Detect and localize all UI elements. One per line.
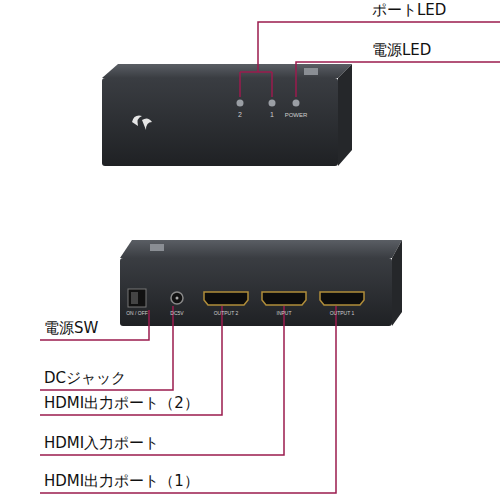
device-top <box>120 240 402 258</box>
badge <box>150 244 164 251</box>
callout-text: DCジャック <box>44 370 126 387</box>
leader-line <box>40 306 222 415</box>
leader-line <box>40 306 336 493</box>
panel-marking: INPUT <box>277 311 292 317</box>
callout-text: HDMI出力ポート（2） <box>44 395 199 412</box>
hdmi-port <box>320 292 364 305</box>
callout-text: 電源SW <box>44 320 98 337</box>
panel-marking: POWER <box>285 112 308 119</box>
logo-mark <box>132 116 152 130</box>
device-side <box>392 240 402 326</box>
leader-line <box>296 62 500 97</box>
callout-text: HDMI入力ポート <box>44 435 159 452</box>
dc-pin <box>176 297 179 300</box>
back-device <box>120 240 402 326</box>
panel-marking: OUTPUT 1 <box>330 311 355 317</box>
leader-line <box>40 306 173 390</box>
front-device <box>102 64 352 166</box>
leader-line <box>40 306 284 455</box>
led <box>293 100 300 107</box>
panel-marking: 2 <box>238 111 242 119</box>
device-face <box>102 78 338 166</box>
device-top <box>102 64 352 78</box>
hdmi-ports <box>204 292 364 305</box>
led <box>237 100 244 107</box>
panel-marking: DC5V <box>170 311 183 317</box>
device-side <box>338 64 352 166</box>
device-face <box>120 258 392 326</box>
switch-rocker <box>131 292 138 304</box>
leader-line <box>40 310 149 340</box>
leader-line <box>240 22 500 97</box>
led <box>269 100 276 107</box>
hdmi-port <box>204 292 248 305</box>
panel-marking: 1 <box>270 111 274 119</box>
callout-text: ポートLED <box>372 2 446 19</box>
dc-jack <box>171 292 183 304</box>
leader-lines <box>40 22 500 493</box>
power-switch <box>128 289 146 307</box>
hdmi-port <box>262 292 306 305</box>
badge <box>304 68 318 75</box>
callout-text: HDMI出力ポート（1） <box>44 473 199 490</box>
callout-text: 電源LED <box>372 42 431 59</box>
panel-marking: OUTPUT 2 <box>214 311 239 317</box>
panel-marking: ON / OFF <box>126 311 148 317</box>
